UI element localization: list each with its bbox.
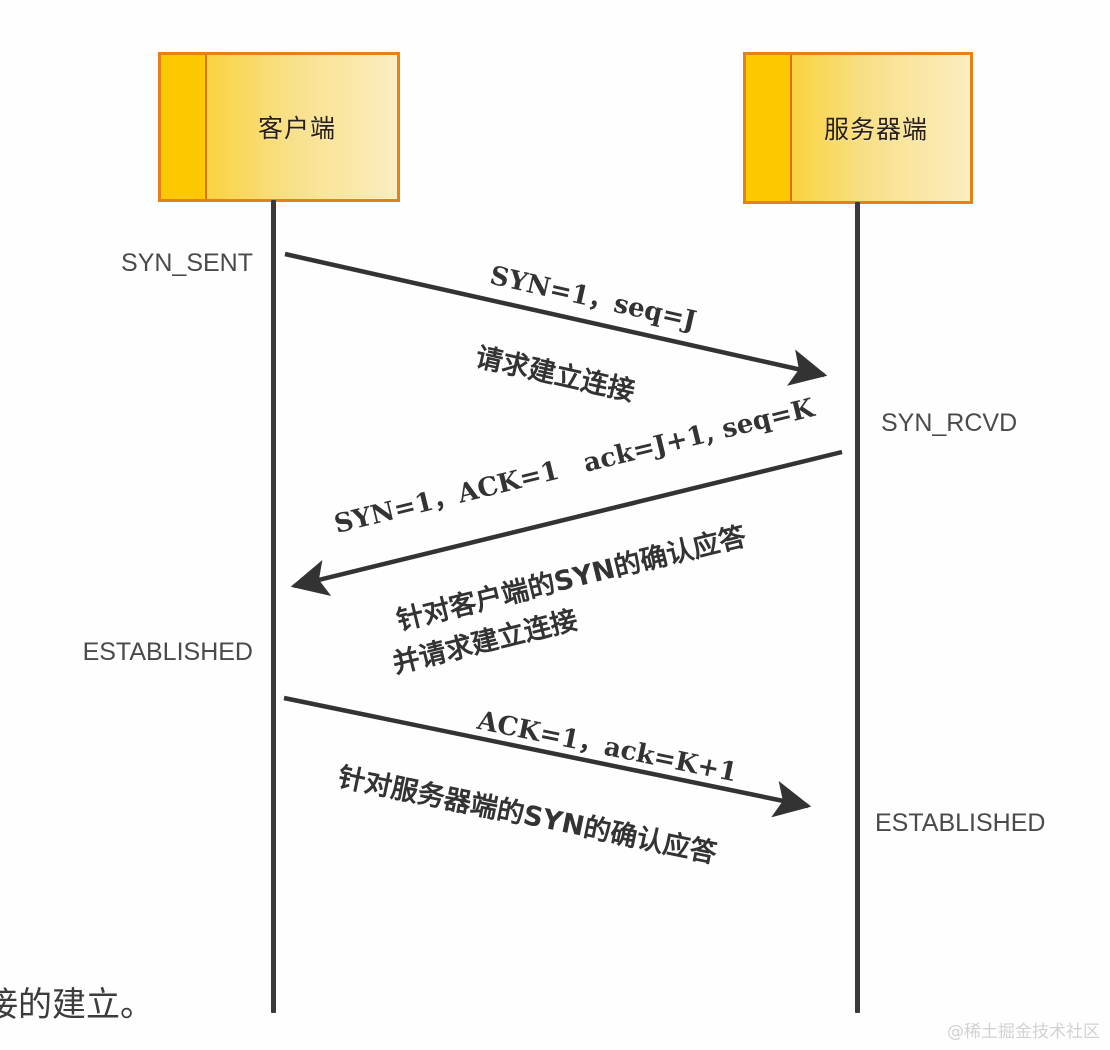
state-client-established: ESTABLISHED bbox=[82, 638, 253, 666]
client-node-label: 客户端 bbox=[257, 114, 336, 143]
state-server-syn-rcvd: SYN_RCVD bbox=[881, 409, 1018, 437]
server-box-divider bbox=[790, 55, 792, 201]
client-lifeline bbox=[271, 200, 276, 1013]
message-1-flags: SYN=1，seq=J bbox=[487, 260, 699, 337]
page-caption: 接的建立。 bbox=[0, 985, 154, 1025]
client-box-divider bbox=[205, 55, 207, 199]
state-client-syn-sent: SYN_SENT bbox=[121, 249, 253, 277]
server-lifeline bbox=[855, 202, 860, 1013]
server-node-label: 服务器端 bbox=[823, 115, 928, 144]
message-1-description: 请求建立连接 bbox=[472, 341, 638, 408]
watermark: @稀土掘金技术社区 bbox=[947, 1022, 1100, 1042]
message-2-flags: SYN=1，ACK=1 ack=J+1, seq=K bbox=[331, 393, 818, 540]
server-node-box: 服务器端 bbox=[743, 52, 973, 204]
state-server-established: ESTABLISHED bbox=[875, 809, 1046, 837]
client-node-box: 客户端 bbox=[158, 52, 400, 202]
message-3-flags: ACK=1，ack=K+1 bbox=[474, 705, 740, 789]
